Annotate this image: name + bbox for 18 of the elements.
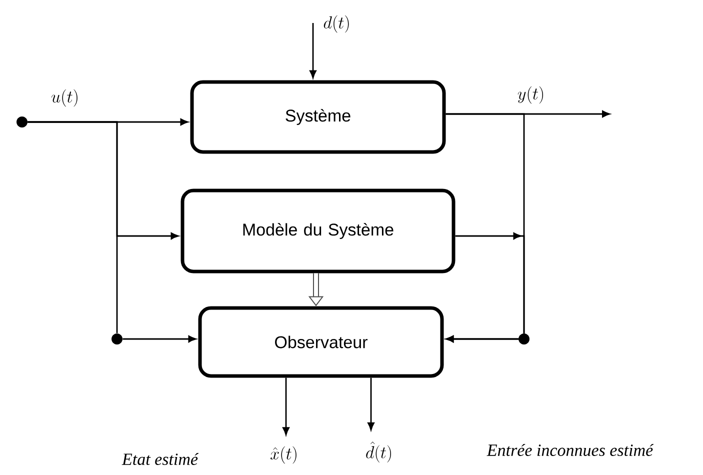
arrow: [310, 23, 316, 78]
arrow: [122, 336, 196, 342]
terminal-dot: [16, 116, 28, 128]
edge-label: $d(t)$: [324, 15, 349, 33]
process-box: Observateur: [198, 306, 444, 378]
signal-label: $\hat{d}(t)$: [366, 442, 391, 462]
signal-label: $\hat{x}(t)$: [270, 446, 296, 464]
signal-label: $u(t)$: [51, 89, 78, 107]
process-box: Modèle du Système: [180, 188, 456, 274]
arrow: [368, 378, 374, 430]
arrow: [282, 378, 290, 436]
junction-dot: [518, 334, 530, 344]
caption-text: Etat estimé: [122, 453, 199, 465]
caption-text: Entrée inconnues estimé: [486, 444, 654, 456]
process-box: Système: [190, 80, 446, 154]
arrow: [446, 336, 518, 342]
edge-label: $y(t)$: [518, 86, 544, 104]
junction-dot: [112, 334, 122, 344]
